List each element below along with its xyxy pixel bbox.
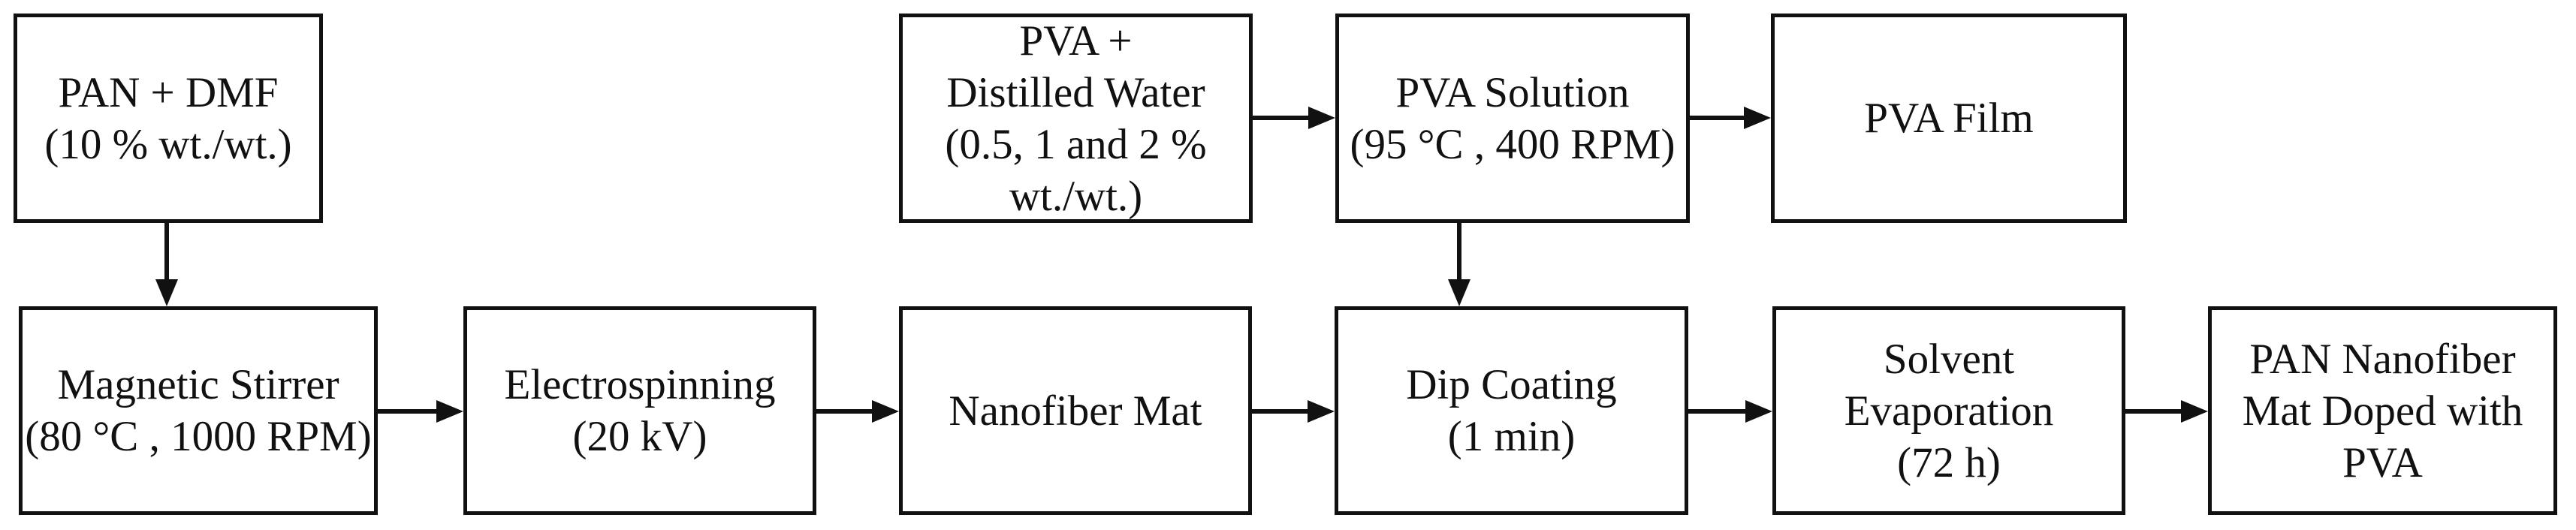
arrowhead-icon: [872, 400, 899, 423]
node-pva-solution: PVA Solution(95 °C , 400 RPM): [1335, 14, 1690, 223]
node-dip-coating: Dip Coating (1 min): [1335, 306, 1688, 515]
arrowhead-icon: [436, 400, 463, 423]
node-pan-dmf-label-line: PAN + DMF: [58, 68, 279, 116]
arrowhead-icon: [1308, 107, 1335, 129]
arrow-shaft: [1457, 222, 1461, 282]
node-pan-nanofiber-mat-doped-with-pva-label-line: PVA: [2342, 438, 2423, 486]
node-electrospinning: Electrospinning (20 kV): [463, 306, 816, 515]
arrow-shaft: [1688, 409, 1748, 414]
node-electrospinning-label-line: Electrospinning: [504, 361, 776, 408]
arrowhead-icon: [1744, 107, 1771, 129]
arrowhead-icon: [1745, 400, 1772, 423]
node-nanofiber-mat: Nanofiber Mat: [899, 306, 1252, 515]
node-pva-distilled-water-label-line: PVA +: [1019, 17, 1133, 65]
node-pva-solution-label-line: PVA Solution: [1395, 68, 1630, 116]
node-pva-distilled-water-label-line: (0.5, 1 and 2 %: [945, 120, 1207, 168]
node-pva-film: PVA Film: [1771, 14, 2127, 223]
node-dip-coating-label-line: (1 min): [1447, 413, 1576, 460]
node-pan-dmf-label-line: (10 % wt./wt.): [44, 120, 292, 168]
node-pva-distilled-water: PVA +Distilled Water(0.5, 1 and 2 %wt./w…: [899, 14, 1253, 223]
node-magnetic-stirrer: Magnetic Stirrer (80 °C , 1000 RPM): [19, 306, 378, 515]
arrow-shaft: [1253, 116, 1311, 120]
node-dip-coating-label-line: Dip Coating: [1406, 361, 1617, 408]
arrow-shaft: [1690, 116, 1747, 120]
arrow-shaft: [164, 222, 169, 282]
node-pan-nanofiber-mat-doped-with-pva-label-line: Mat Doped with: [2242, 387, 2523, 435]
node-pva-distilled-water-label-line: Distilled Water: [946, 68, 1205, 116]
node-pva-distilled-water-label-line: wt./wt.): [1009, 172, 1143, 220]
arrowhead-icon: [1448, 279, 1470, 306]
node-solvent-evaporation-label-line: Evaporation: [1844, 387, 2054, 435]
node-solvent-evaporation-label-line: (72 h): [1897, 438, 2001, 486]
arrow-shaft: [378, 409, 439, 414]
node-pva-film-label-line: PVA Film: [1864, 95, 2034, 142]
arrow-shaft: [2125, 409, 2184, 414]
node-electrospinning-label-line: (20 kV): [572, 413, 707, 460]
arrowhead-icon: [155, 279, 178, 306]
arrow-shaft: [1252, 409, 1311, 414]
arrow-shaft: [816, 409, 875, 414]
arrowhead-icon: [2181, 400, 2208, 423]
node-magnetic-stirrer-label-line: (80 °C , 1000 RPM): [25, 413, 372, 460]
node-nanofiber-mat-label-line: Nanofiber Mat: [949, 387, 1202, 435]
node-magnetic-stirrer-label-line: Magnetic Stirrer: [57, 361, 339, 408]
node-solvent-evaporation-label-line: Solvent: [1883, 335, 2015, 383]
node-pan-dmf: PAN + DMF(10 % wt./wt.): [14, 14, 323, 223]
node-pva-solution-label-line: (95 °C , 400 RPM): [1350, 120, 1676, 168]
arrowhead-icon: [1308, 400, 1335, 423]
node-pan-nanofiber-mat-doped-with-pva-label-line: PAN Nanofiber: [2249, 335, 2516, 383]
